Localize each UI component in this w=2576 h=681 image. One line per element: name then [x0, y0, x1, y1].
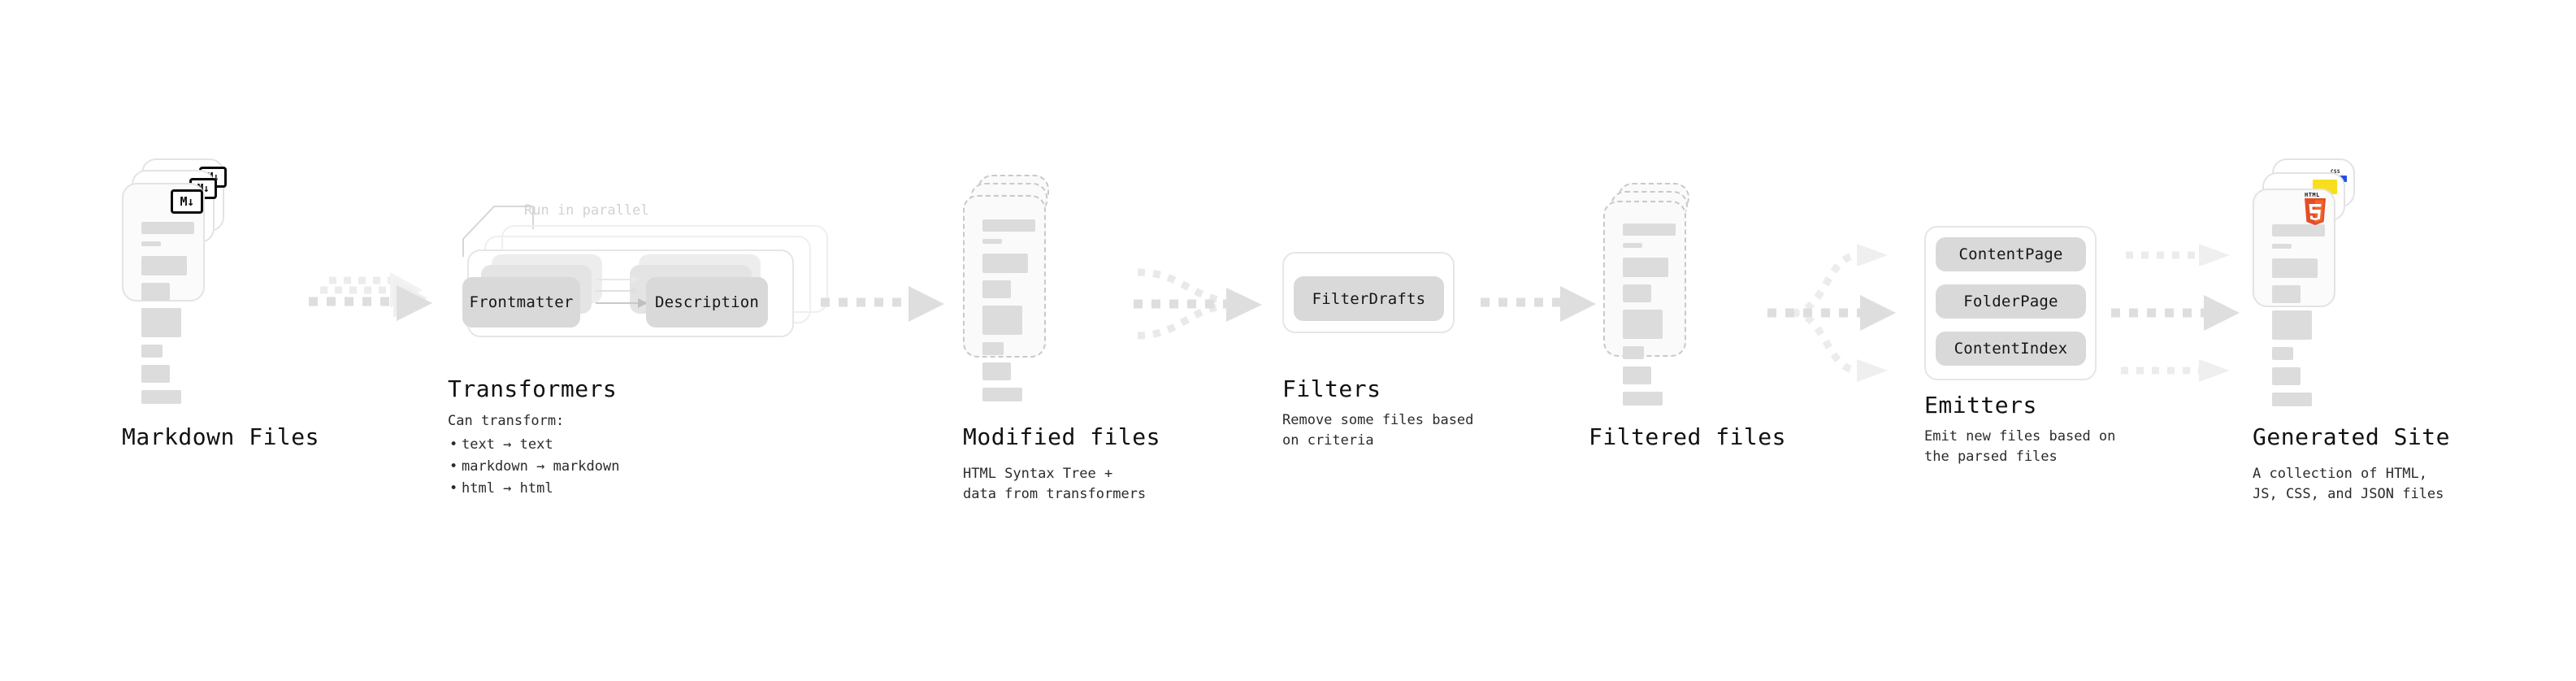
filtered-file-card-front — [1603, 201, 1686, 406]
modified-files-subtitle: HTML Syntax Tree + data from transformer… — [963, 466, 1147, 502]
arrow-markdown-to-transformers — [309, 272, 432, 321]
emitter-chip-folderpage[interactable]: FolderPage — [1936, 284, 2086, 319]
html5-icon — [2305, 198, 2326, 225]
generated-site-title: Generated Site — [2253, 423, 2451, 450]
site-file-card-html — [2253, 189, 2335, 406]
transformer-chip-description[interactable]: Description — [646, 277, 768, 327]
run-in-parallel-bracket — [462, 206, 534, 257]
run-in-parallel-label: Run in parallel — [524, 202, 649, 219]
css-icon-label: CSS — [2331, 169, 2340, 175]
transformer-chip-frontmatter[interactable]: Frontmatter — [462, 277, 580, 327]
transformers-bullets: Can transform: text → text markdown → ma… — [448, 410, 619, 500]
markdown-files-title: Markdown Files — [122, 423, 320, 450]
site-file-content — [2272, 224, 2325, 414]
arrow-transformers-to-modified — [821, 286, 944, 322]
filters-subtitle: Remove some files based on criteria — [1282, 412, 1474, 449]
markdown-icon: M↓ — [171, 189, 203, 214]
generated-site-subtitle: A collection of HTML, JS, CSS, and JSON … — [2253, 466, 2444, 502]
transformers-bullet-item: text → text — [449, 434, 619, 456]
filter-chip-filterdrafts[interactable]: FilterDrafts — [1294, 276, 1444, 321]
filtered-file-content — [1623, 223, 1676, 413]
transformers-title: Transformers — [448, 375, 618, 402]
transformer-inner-arrows — [596, 275, 648, 308]
arrow-filters-to-filtered — [1481, 286, 1596, 322]
html5-icon-wordmark: HTML — [2305, 192, 2320, 198]
transformers-bullet-item: html → html — [449, 478, 619, 500]
arrow-emitters-to-site — [2111, 244, 2240, 382]
arrow-modified-to-filters — [1134, 268, 1262, 340]
emitters-title: Emitters — [1924, 392, 2037, 419]
filters-title: Filters — [1282, 375, 1381, 402]
markdown-file-content — [141, 222, 194, 411]
modified-files-title: Modified files — [963, 423, 1161, 450]
emitters-subtitle: Emit new files based on the parsed files — [1924, 428, 2116, 465]
arrow-filtered-to-emitters — [1767, 244, 1896, 382]
emitter-chip-contentindex[interactable]: ContentIndex — [1936, 332, 2086, 366]
modified-file-card-front — [963, 195, 1046, 401]
transformers-bullets-lead: Can transform: — [448, 413, 565, 429]
transformers-bullet-item: markdown → markdown — [449, 456, 620, 478]
emitter-chip-contentpage[interactable]: ContentPage — [1936, 237, 2086, 271]
modified-file-content — [982, 219, 1035, 409]
filtered-files-title: Filtered files — [1589, 423, 1787, 450]
